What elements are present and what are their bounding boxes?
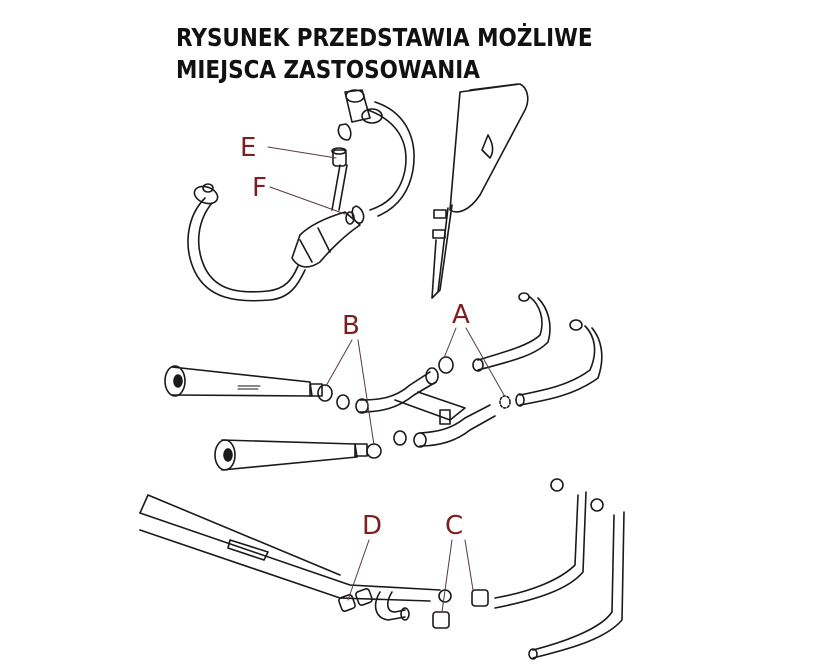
leader-lines: [267, 146, 505, 613]
diagram-title: RYSUNEK PRZEDSTAWIA MOŻLIWE MIEJSCA ZAST…: [176, 22, 593, 86]
leader-A-2: [465, 327, 505, 396]
title-line-1: RYSUNEK PRZEDSTAWIA MOŻLIWE: [176, 23, 593, 52]
label-D: D: [362, 511, 383, 541]
leader-B-1: [325, 339, 353, 387]
leader-A-1: [443, 327, 457, 359]
leader-C-1: [441, 539, 453, 613]
label-A: A: [452, 300, 470, 330]
exhaust-system-2: [164, 292, 603, 471]
leader-B-2: [357, 339, 375, 446]
leader-C-2: [464, 539, 474, 591]
label-C: C: [445, 511, 464, 541]
title-line-2: MIEJSCA ZASTOSOWANIA: [176, 55, 480, 84]
exhaust-system-3: [139, 478, 625, 660]
exhaust-system-1: [187, 83, 529, 302]
leader-E: [267, 146, 337, 159]
label-B: B: [342, 311, 360, 341]
leader-D: [347, 539, 370, 601]
label-E: E: [240, 133, 257, 163]
leader-F: [269, 186, 346, 215]
label-F: F: [252, 173, 267, 203]
